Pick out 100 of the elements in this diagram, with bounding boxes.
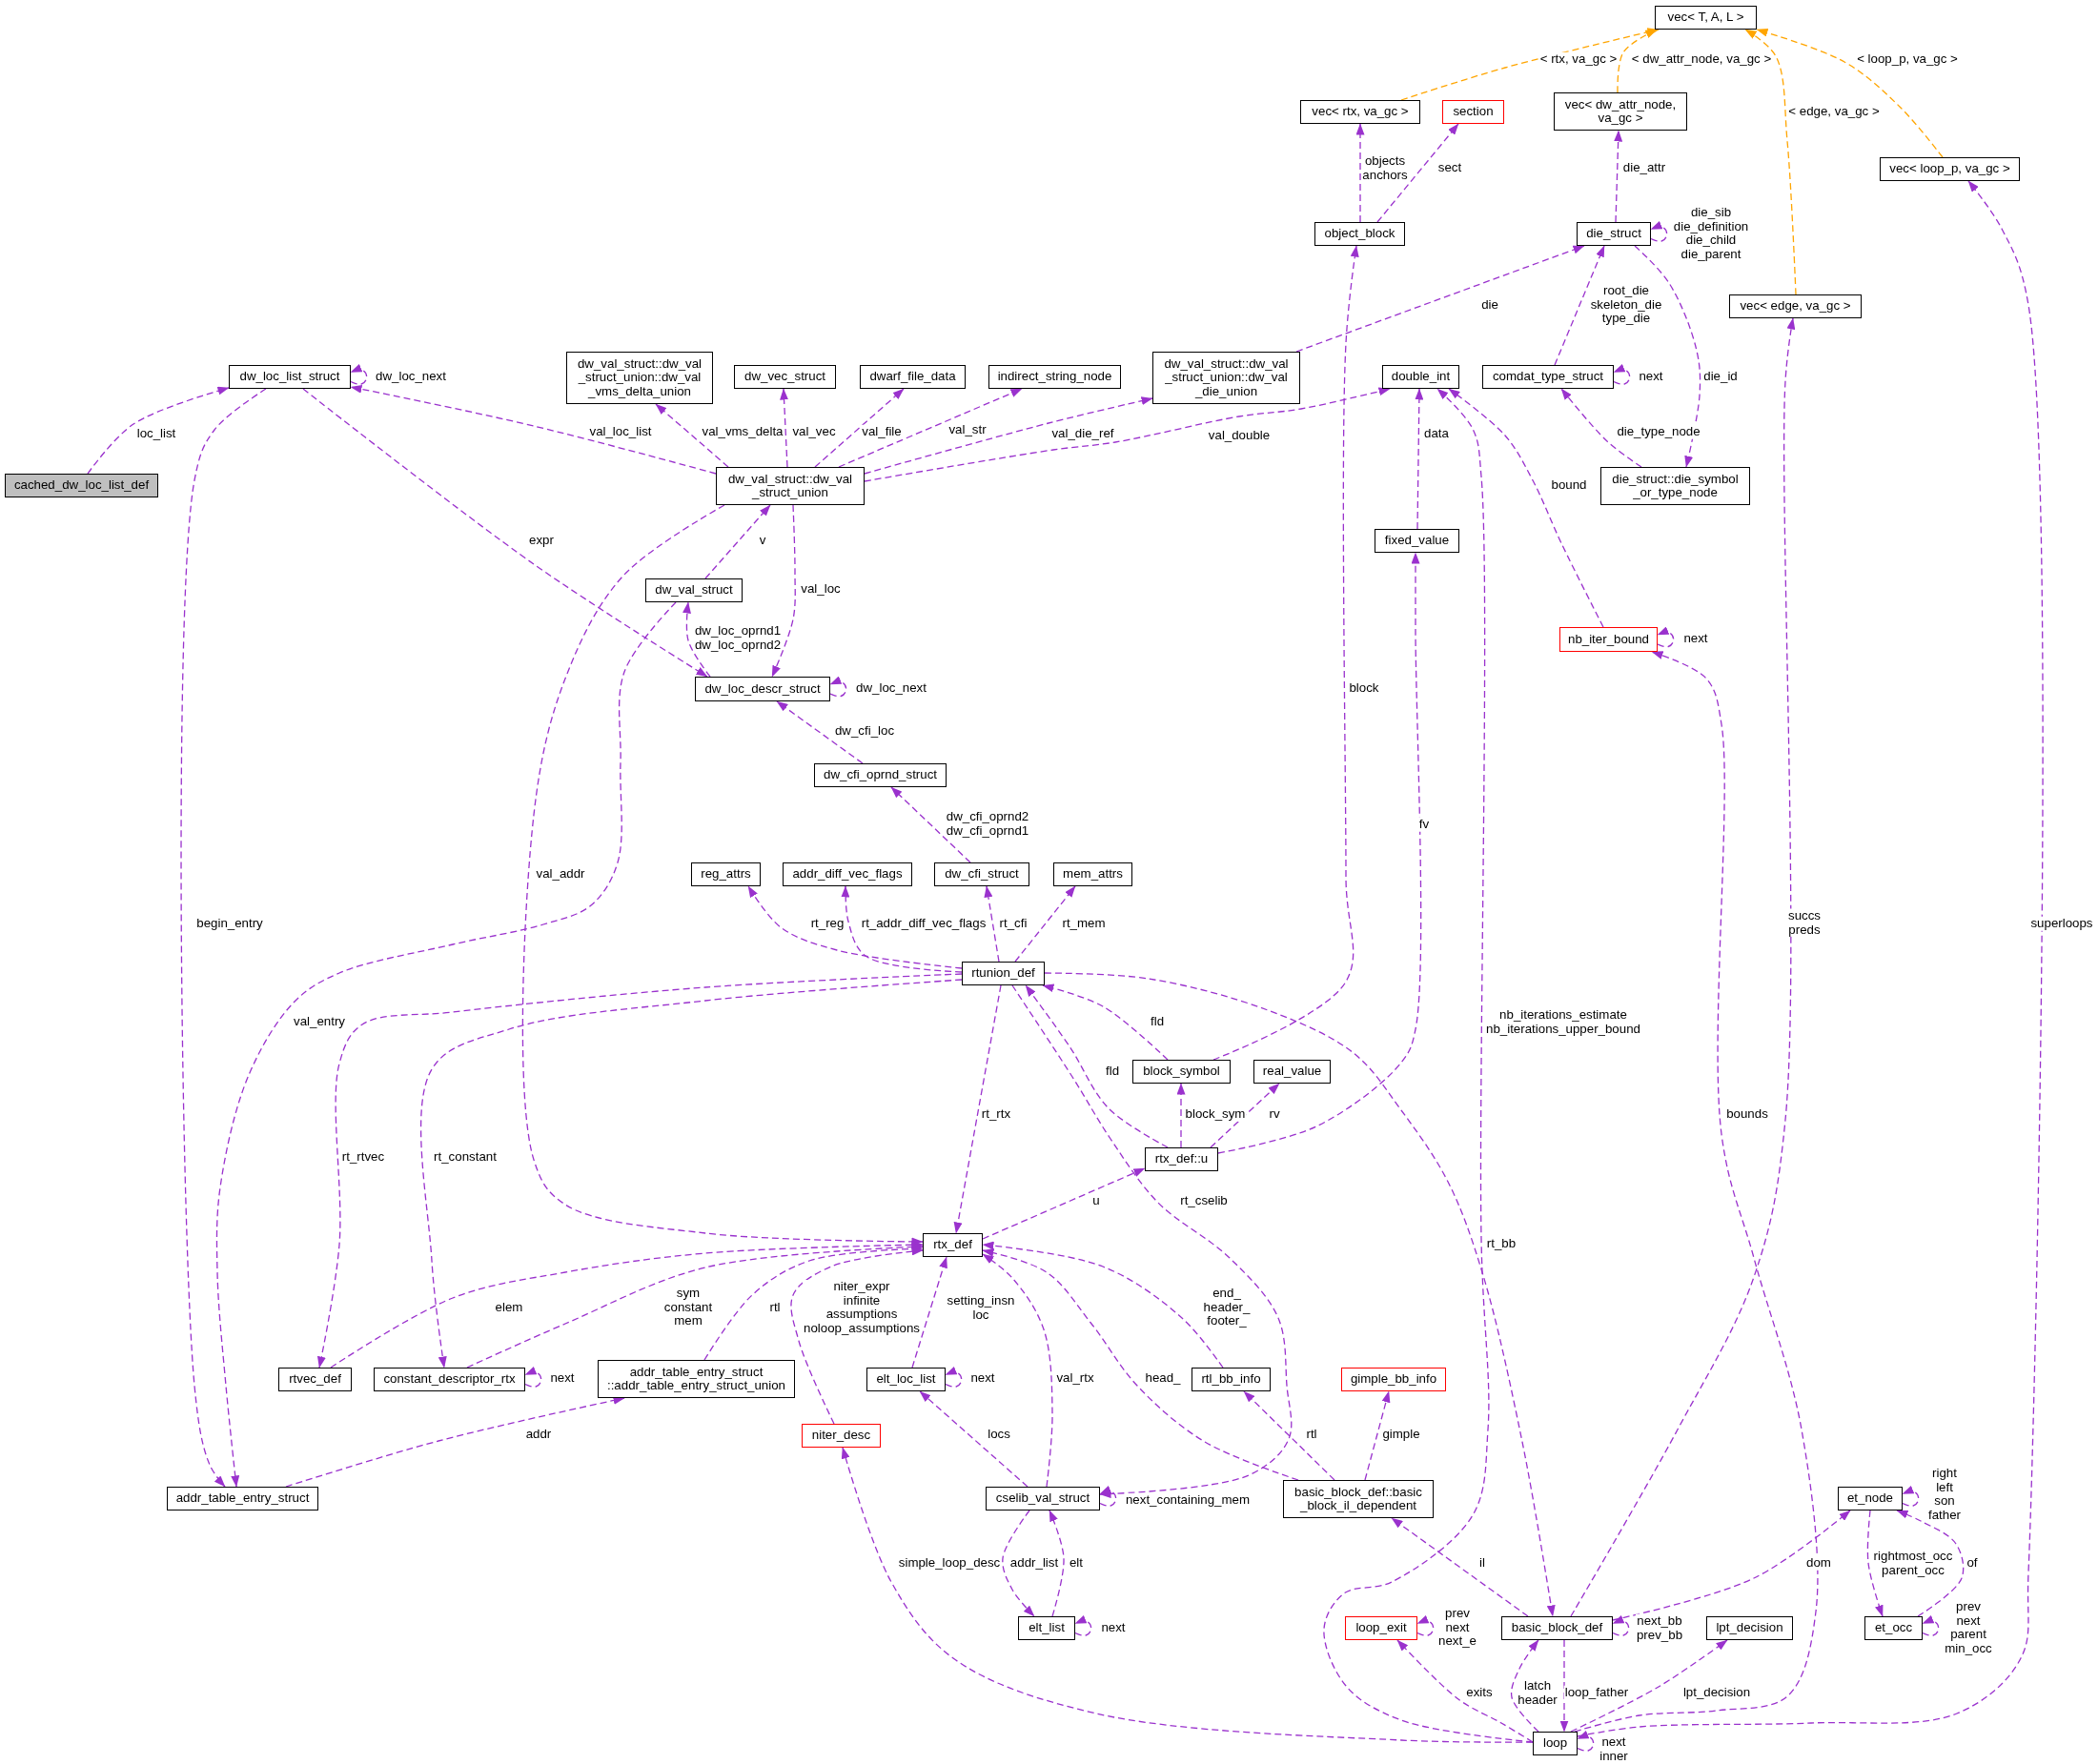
edge-label: die_attr [1621,160,1667,175]
dependency-arrow [1416,1614,1435,1636]
dependency-arrow [1574,651,1819,1733]
class-box [1375,529,1459,553]
class-box [229,365,351,389]
class-name: section [1453,105,1494,119]
dependency-arrow [1554,245,1605,366]
class-name: basic_block_def::basic _block_il_dependent [1293,1485,1423,1513]
dependency-arrow [1364,1390,1391,1481]
class-name: niter_desc [811,1429,871,1443]
edge-label: nb_iterations_estimate nb_iterations_upper_bound [1485,1007,1641,1036]
class-box [1600,467,1750,505]
dependency-arrow [1025,984,1169,1148]
edge-label: < edge, va_gc > [1787,104,1881,119]
edge-label: rt_cselib [1179,1193,1229,1208]
edge-label: root_die skeleton_die type_die [1589,284,1663,326]
edge-label: dw_loc_next [375,369,447,384]
dependency-arrow [1614,130,1623,223]
class-box [988,365,1121,389]
dependency-arrow [1323,388,1534,1743]
class-box [934,862,1029,886]
dependency-arrow [1570,317,1796,1617]
dependency-arrow [316,973,963,1369]
edge-label: begin_entry [195,916,264,931]
edge-label: val_vec [791,424,837,439]
class-box [1655,6,1757,30]
class-box [598,1360,795,1398]
edge-label: end_ header_ footer_ [1202,1287,1252,1328]
class-name: elt_list [1029,1621,1065,1635]
edge-label: val_loc_list [588,424,653,439]
class-box [716,467,865,505]
dependency-arrow [747,885,963,969]
dependency-arrow [1176,1083,1186,1148]
dependency-arrow [704,504,771,579]
dependency-arrow [1617,29,1658,93]
dependency-arrow [1570,1639,1728,1733]
class-box [1300,100,1420,124]
edge-label: rt_rtx [980,1106,1012,1122]
class-box [986,1487,1100,1511]
class-name: basic_block_def [1511,1621,1603,1635]
class-name: nb_iter_bound [1568,632,1649,647]
edge-label: next_containing_mem [1124,1492,1252,1508]
class-box [1341,1368,1446,1391]
class-box [923,1233,983,1257]
edge-label: val_str [947,422,988,437]
dependency-arrow [1559,1639,1569,1733]
class-name: reg_attrs [701,867,751,882]
edge-label: rt_rtvec [340,1149,386,1165]
dependency-arrow [1634,245,1701,468]
class-name: die_struct [1586,227,1641,241]
edge-label: < rtx, va_gc > [1538,51,1619,67]
dependency-arrow [864,387,1391,482]
class-name: dw_cfi_struct [945,867,1019,882]
edge-label: die_sib die_definition die_child die_parent [1672,206,1750,261]
dependency-arrow [180,388,267,1488]
edge-label: superloops [2029,916,2094,931]
dependency-arrow [841,885,963,973]
class-box [1382,365,1459,389]
class-box [1559,627,1658,652]
class-box [1018,1616,1075,1640]
dependency-arrow [1396,1639,1534,1743]
edge-label: val_die_ref [1050,426,1115,441]
edge-label: rt_reg [809,916,845,931]
class-name: comdat_type_struct [1492,370,1603,384]
class-name: die_struct::die_symbol _or_type_node [1611,472,1740,500]
class-name: double_int [1391,370,1451,384]
edge-label: dw_cfi_loc [833,723,896,739]
class-name: dw_val_struct::dw_val _struct_union::dw_val _vms_delta_union [576,356,703,399]
class-box [1864,1616,1923,1640]
dependency-arrow [1612,1510,1851,1621]
edge-label: rt_cfi [998,916,1029,931]
dependency-arrow [1355,123,1365,223]
class-name: fixed_value [1384,534,1450,548]
dependency-arrow [1756,28,1944,158]
class-box [734,365,836,389]
class-box [1132,1060,1231,1084]
dependency-arrow [1510,1639,1539,1733]
dependency-arrow [350,384,717,475]
class-name: mem_attrs [1063,867,1123,882]
class-name: dw_loc_descr_struct [704,681,821,697]
dependency-arrow [466,1242,924,1369]
dependency-arrow [829,676,847,698]
class-name: loop_exit [1355,1621,1407,1635]
dependency-arrow [1295,245,1585,353]
dependency-arrow [1049,1510,1065,1617]
dependency-arrow [1866,1510,1884,1617]
class-name: rtunion_def [971,966,1035,981]
class-name: real_value [1262,1064,1322,1079]
edge-label: val_entry [293,1014,346,1029]
class-box [1729,294,1862,318]
class-box [962,962,1045,985]
edge-label: loop_father [1563,1685,1630,1700]
edge-label: succs preds [1787,908,1822,937]
dependency-arrow [790,1247,924,1425]
dependency-arrow [945,1366,963,1388]
edge-label: next inner [1599,1734,1629,1763]
edge-label: < dw_attr_node, va_gc > [1630,51,1773,67]
class-name: elt_loc_list [876,1372,936,1387]
edge-label: right left son father [1927,1467,1962,1522]
dependency-arrow [890,786,971,863]
